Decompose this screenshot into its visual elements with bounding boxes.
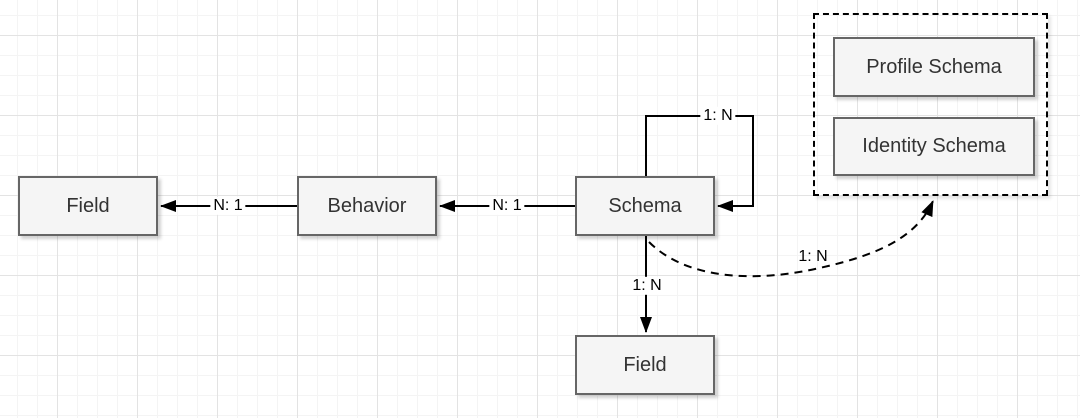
edge-label-schema-to-group: 1: N: [798, 247, 828, 265]
node-profile-schema[interactable]: Profile Schema: [833, 37, 1035, 97]
edge-label-schema-to-field: 1: N: [629, 276, 665, 296]
node-field-left[interactable]: Field: [18, 176, 158, 236]
node-schema[interactable]: Schema: [575, 176, 715, 236]
edge-label-schema-self-loop: 1: N: [700, 106, 736, 126]
node-identity-schema[interactable]: Identity Schema: [833, 117, 1035, 176]
node-label: Field: [66, 194, 110, 217]
edge-label-behavior-to-field: N: 1: [210, 196, 246, 216]
edge-label-schema-to-behavior: N: 1: [489, 196, 525, 216]
node-behavior[interactable]: Behavior: [297, 176, 437, 236]
node-label: Identity Schema: [862, 135, 1006, 157]
schema-variants-group[interactable]: [813, 13, 1048, 196]
node-label: Behavior: [327, 194, 407, 217]
node-label: Field: [623, 353, 667, 376]
node-field-bottom[interactable]: Field: [575, 335, 715, 395]
node-label: Schema: [608, 194, 682, 217]
node-label: Profile Schema: [866, 55, 1002, 78]
